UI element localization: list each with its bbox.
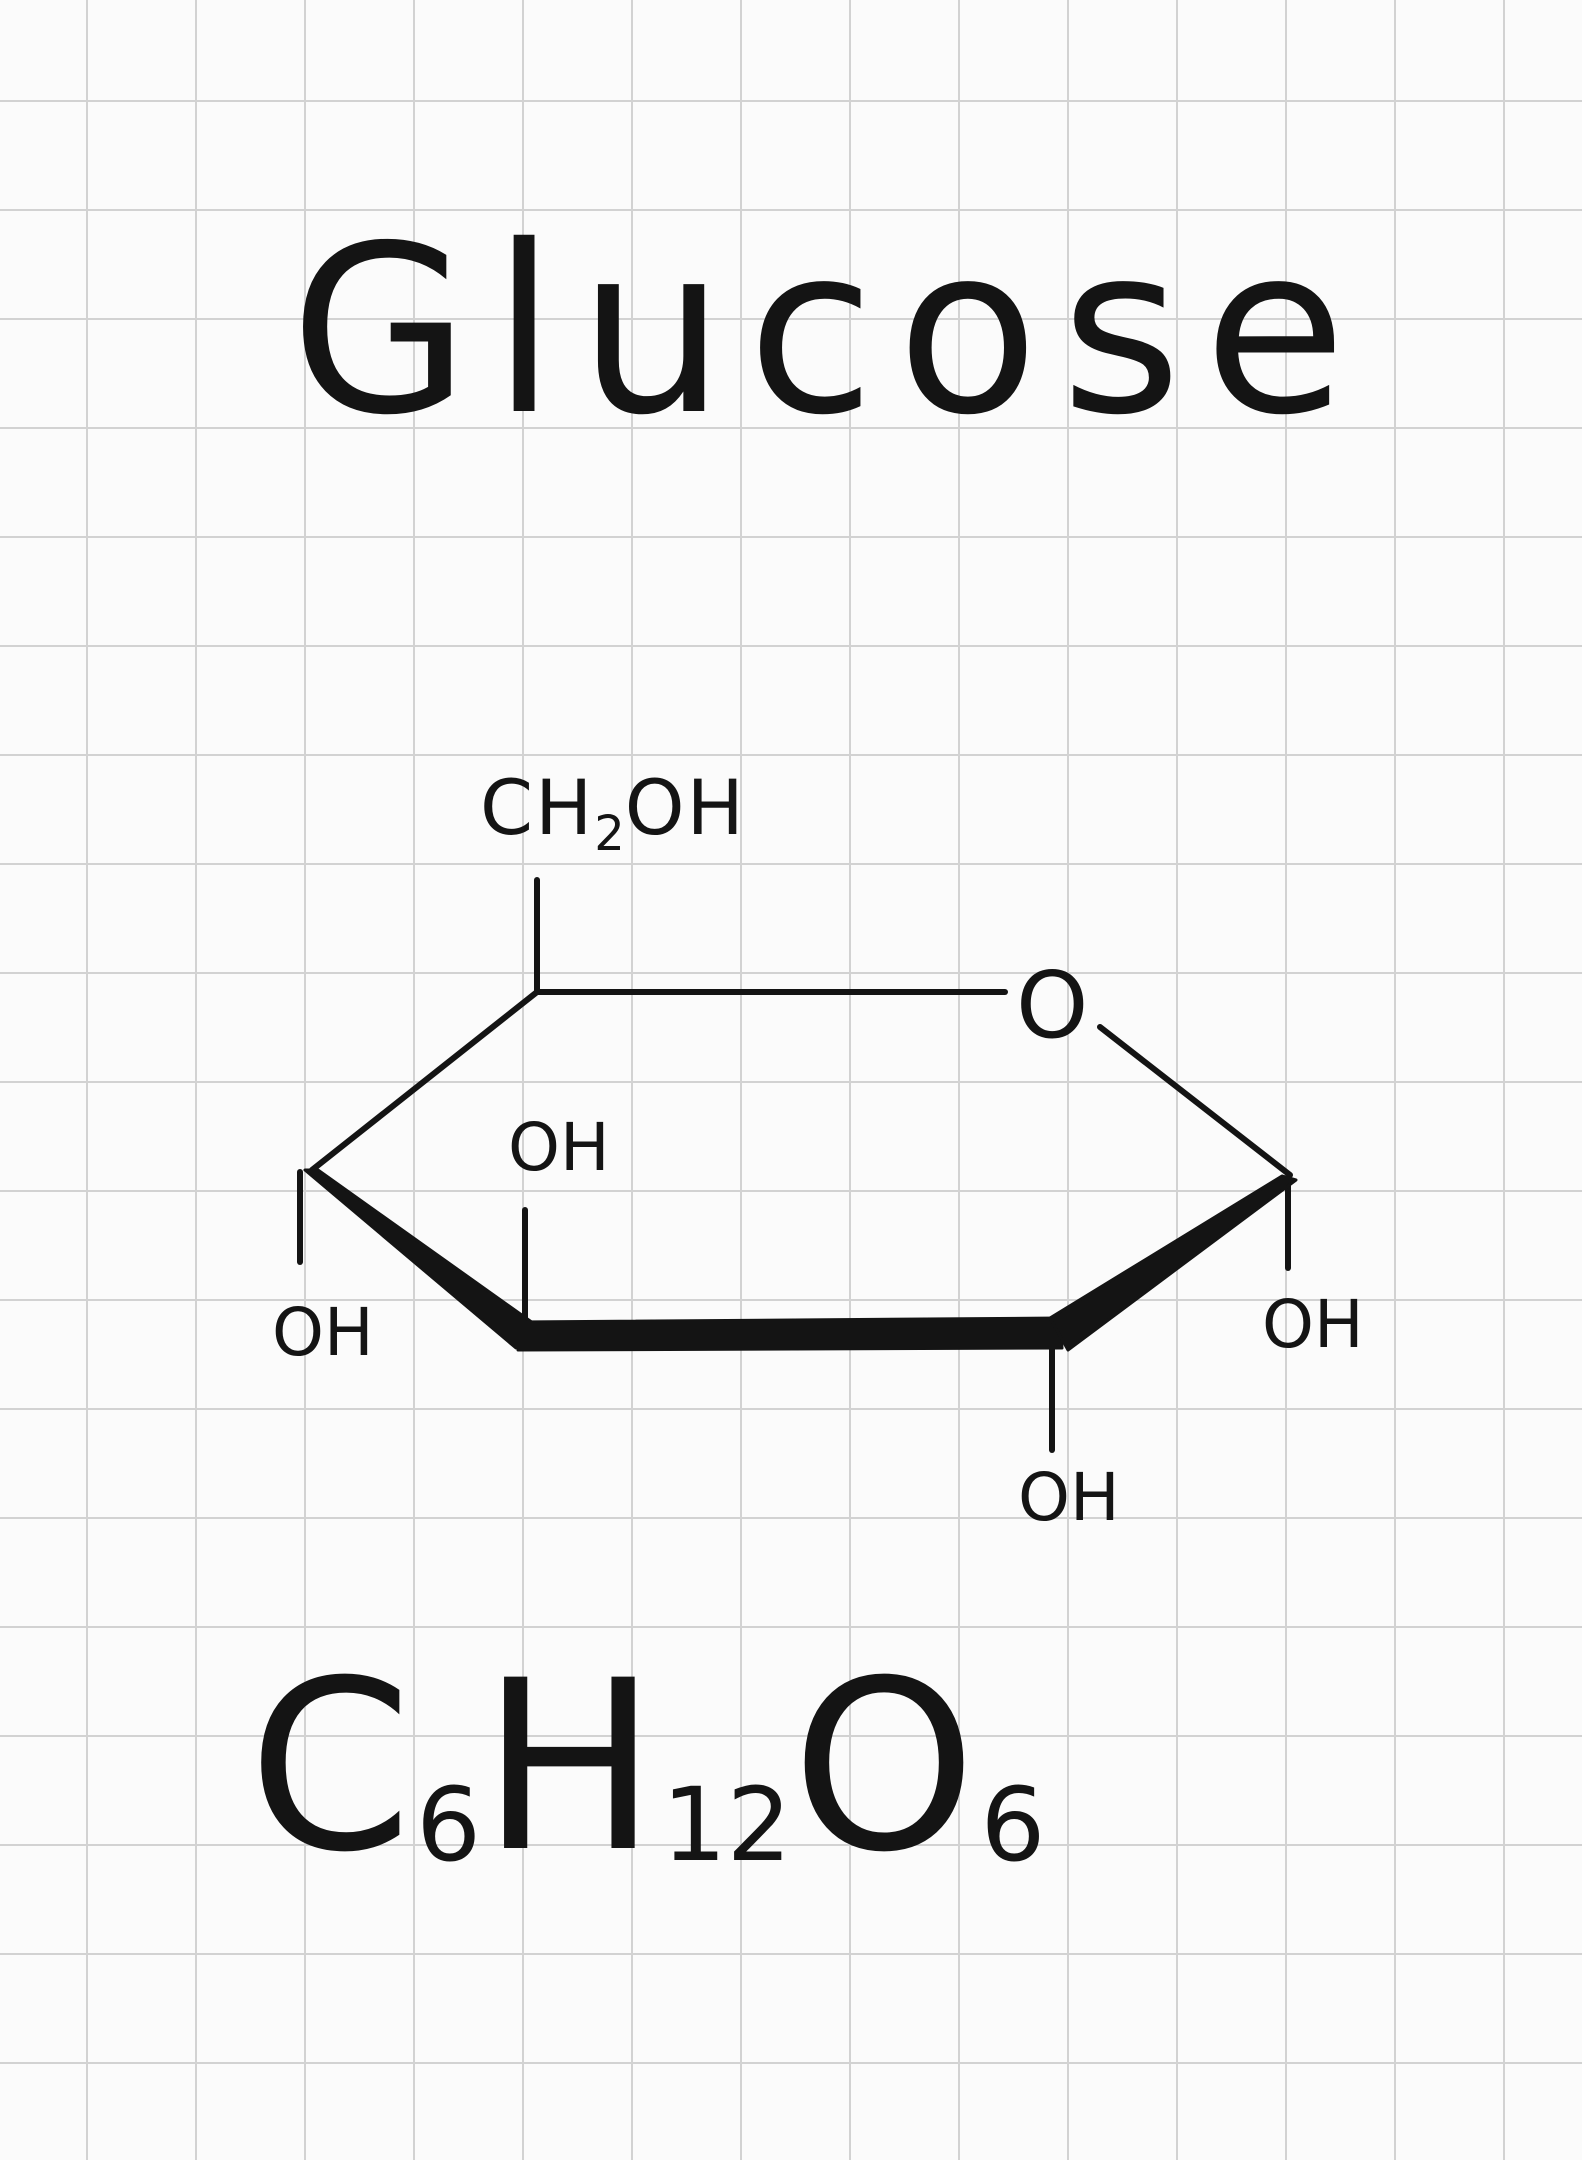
bond-ring-oxygen-c1	[1097, 1024, 1293, 1178]
bond-c5-c4	[309, 989, 540, 1173]
ch2oh-group-label: CH2OH	[480, 770, 746, 859]
formula-carbon-count: 6	[416, 1766, 481, 1885]
formula-oxygen-count: 6	[980, 1766, 1046, 1885]
wedge-c3-c2	[516, 1316, 1064, 1352]
molecular-formula: C6H12O6	[248, 1650, 1045, 1885]
hydroxyl-left-label: OH	[272, 1294, 374, 1371]
hydroxyl-right-label: OH	[1262, 1286, 1364, 1363]
ring-wedge-bonds	[303, 1168, 1298, 1352]
formula-oxygen: O	[791, 1631, 981, 1904]
hydroxyl-bottom-label: OH	[1018, 1459, 1120, 1536]
ch2oh-tail: OH	[624, 763, 746, 852]
ch2oh-main: CH	[480, 763, 595, 852]
ring-oxygen-label: O	[1016, 952, 1089, 1059]
ring-bonds	[297, 877, 1293, 1453]
wedge-c2-c1	[1048, 1174, 1298, 1352]
ch2oh-subscript: 2	[594, 806, 625, 862]
formula-hydrogen: H	[481, 1631, 662, 1904]
hydroxyl-inner-label: OH	[508, 1109, 610, 1186]
page-title: Glucose	[290, 196, 1369, 466]
formula-carbon: C	[248, 1631, 417, 1904]
formula-hydrogen-count: 12	[661, 1766, 792, 1885]
